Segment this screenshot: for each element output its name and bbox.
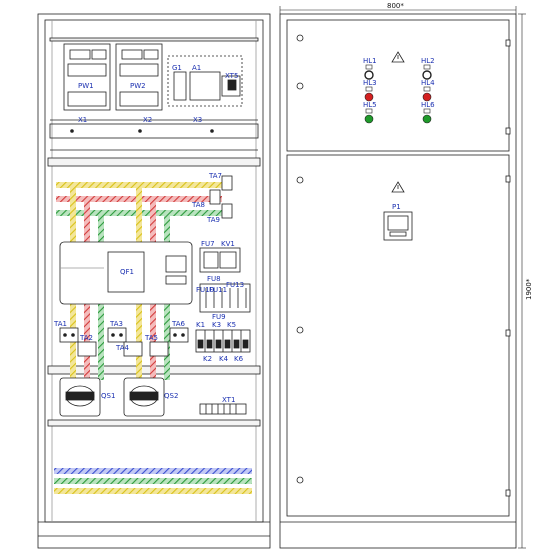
indicator-hl1	[364, 64, 374, 80]
label-a1: A1	[192, 64, 201, 72]
label-hl5: HL5	[363, 101, 377, 109]
label-ta5: TA5	[144, 334, 158, 342]
high-voltage-warning-icon-lower	[391, 181, 405, 193]
meter-pw1	[63, 43, 111, 111]
label-hl6: HL6	[421, 101, 435, 109]
meter-pw2	[115, 43, 163, 111]
label-p1: P1	[392, 203, 401, 211]
indicator-hl6	[422, 108, 432, 124]
label-x1: X1	[78, 116, 87, 124]
terminal-xt1	[199, 403, 247, 415]
label-ta3: TA3	[109, 320, 123, 328]
label-k6: K6	[234, 355, 244, 363]
switch-qs2	[123, 377, 165, 417]
fuse-block	[199, 247, 251, 313]
label-xt1: XT1	[222, 396, 235, 404]
indicator-hl5	[364, 108, 374, 124]
label-fu9: FU9	[212, 313, 226, 321]
label-fu11: FU11	[209, 286, 227, 294]
label-hl3: HL3	[363, 79, 377, 87]
left-cabinet-outline	[37, 13, 271, 549]
dimension-width-label: 800*	[387, 2, 404, 10]
module-g1-a1	[167, 55, 243, 107]
dimension-height-label: 1900*	[525, 278, 533, 300]
label-k3: K3	[212, 321, 221, 329]
label-qf1: QF1	[120, 268, 134, 276]
indicator-hl4	[422, 86, 432, 102]
indicator-hl2	[422, 64, 432, 80]
high-voltage-warning-icon	[391, 51, 405, 63]
label-ta8: TA8	[191, 201, 205, 209]
label-ta7: TA7	[208, 172, 222, 180]
right-cabinet	[279, 13, 517, 549]
label-fu8: FU8	[207, 275, 221, 283]
label-xt5: XT5	[225, 72, 238, 80]
busbars-bottom	[54, 468, 252, 494]
switch-qs1	[59, 377, 101, 417]
label-fu10: FU10	[196, 286, 214, 294]
dimension-width	[279, 6, 517, 14]
label-hl2: HL2	[421, 57, 435, 65]
label-qs1: QS1	[101, 392, 115, 400]
ct-bottom	[59, 327, 189, 357]
label-k2: K2	[203, 355, 212, 363]
label-ta2: TA2	[79, 334, 93, 342]
indicator-hl3	[364, 86, 374, 102]
label-hl4: HL4	[421, 79, 435, 87]
breaker-qf1	[59, 241, 193, 305]
label-ta9: TA9	[206, 216, 220, 224]
label-fu7: FU7	[201, 240, 215, 248]
label-k1: K1	[196, 321, 205, 329]
label-x2: X2	[143, 116, 152, 124]
label-k4: K4	[219, 355, 229, 363]
label-kv1: KV1	[221, 240, 235, 248]
label-k5: K5	[227, 321, 236, 329]
contactors	[195, 329, 251, 353]
label-fu13: FU13	[226, 281, 244, 289]
label-hl1: HL1	[363, 57, 377, 65]
ct-top	[209, 175, 233, 219]
label-ta4: TA4	[115, 344, 130, 352]
right-cabinet-outline	[279, 13, 517, 549]
panel-meter-p1	[383, 211, 413, 241]
dimension-height	[518, 13, 526, 549]
label-pw1: PW1	[78, 82, 94, 90]
label-pw2: PW2	[130, 82, 146, 90]
label-ta6: TA6	[171, 320, 186, 328]
label-qs2: QS2	[164, 392, 178, 400]
label-ta1: TA1	[53, 320, 67, 328]
terminal-row-x	[49, 119, 259, 151]
label-g1: G1	[172, 64, 182, 72]
label-x3: X3	[193, 116, 202, 124]
